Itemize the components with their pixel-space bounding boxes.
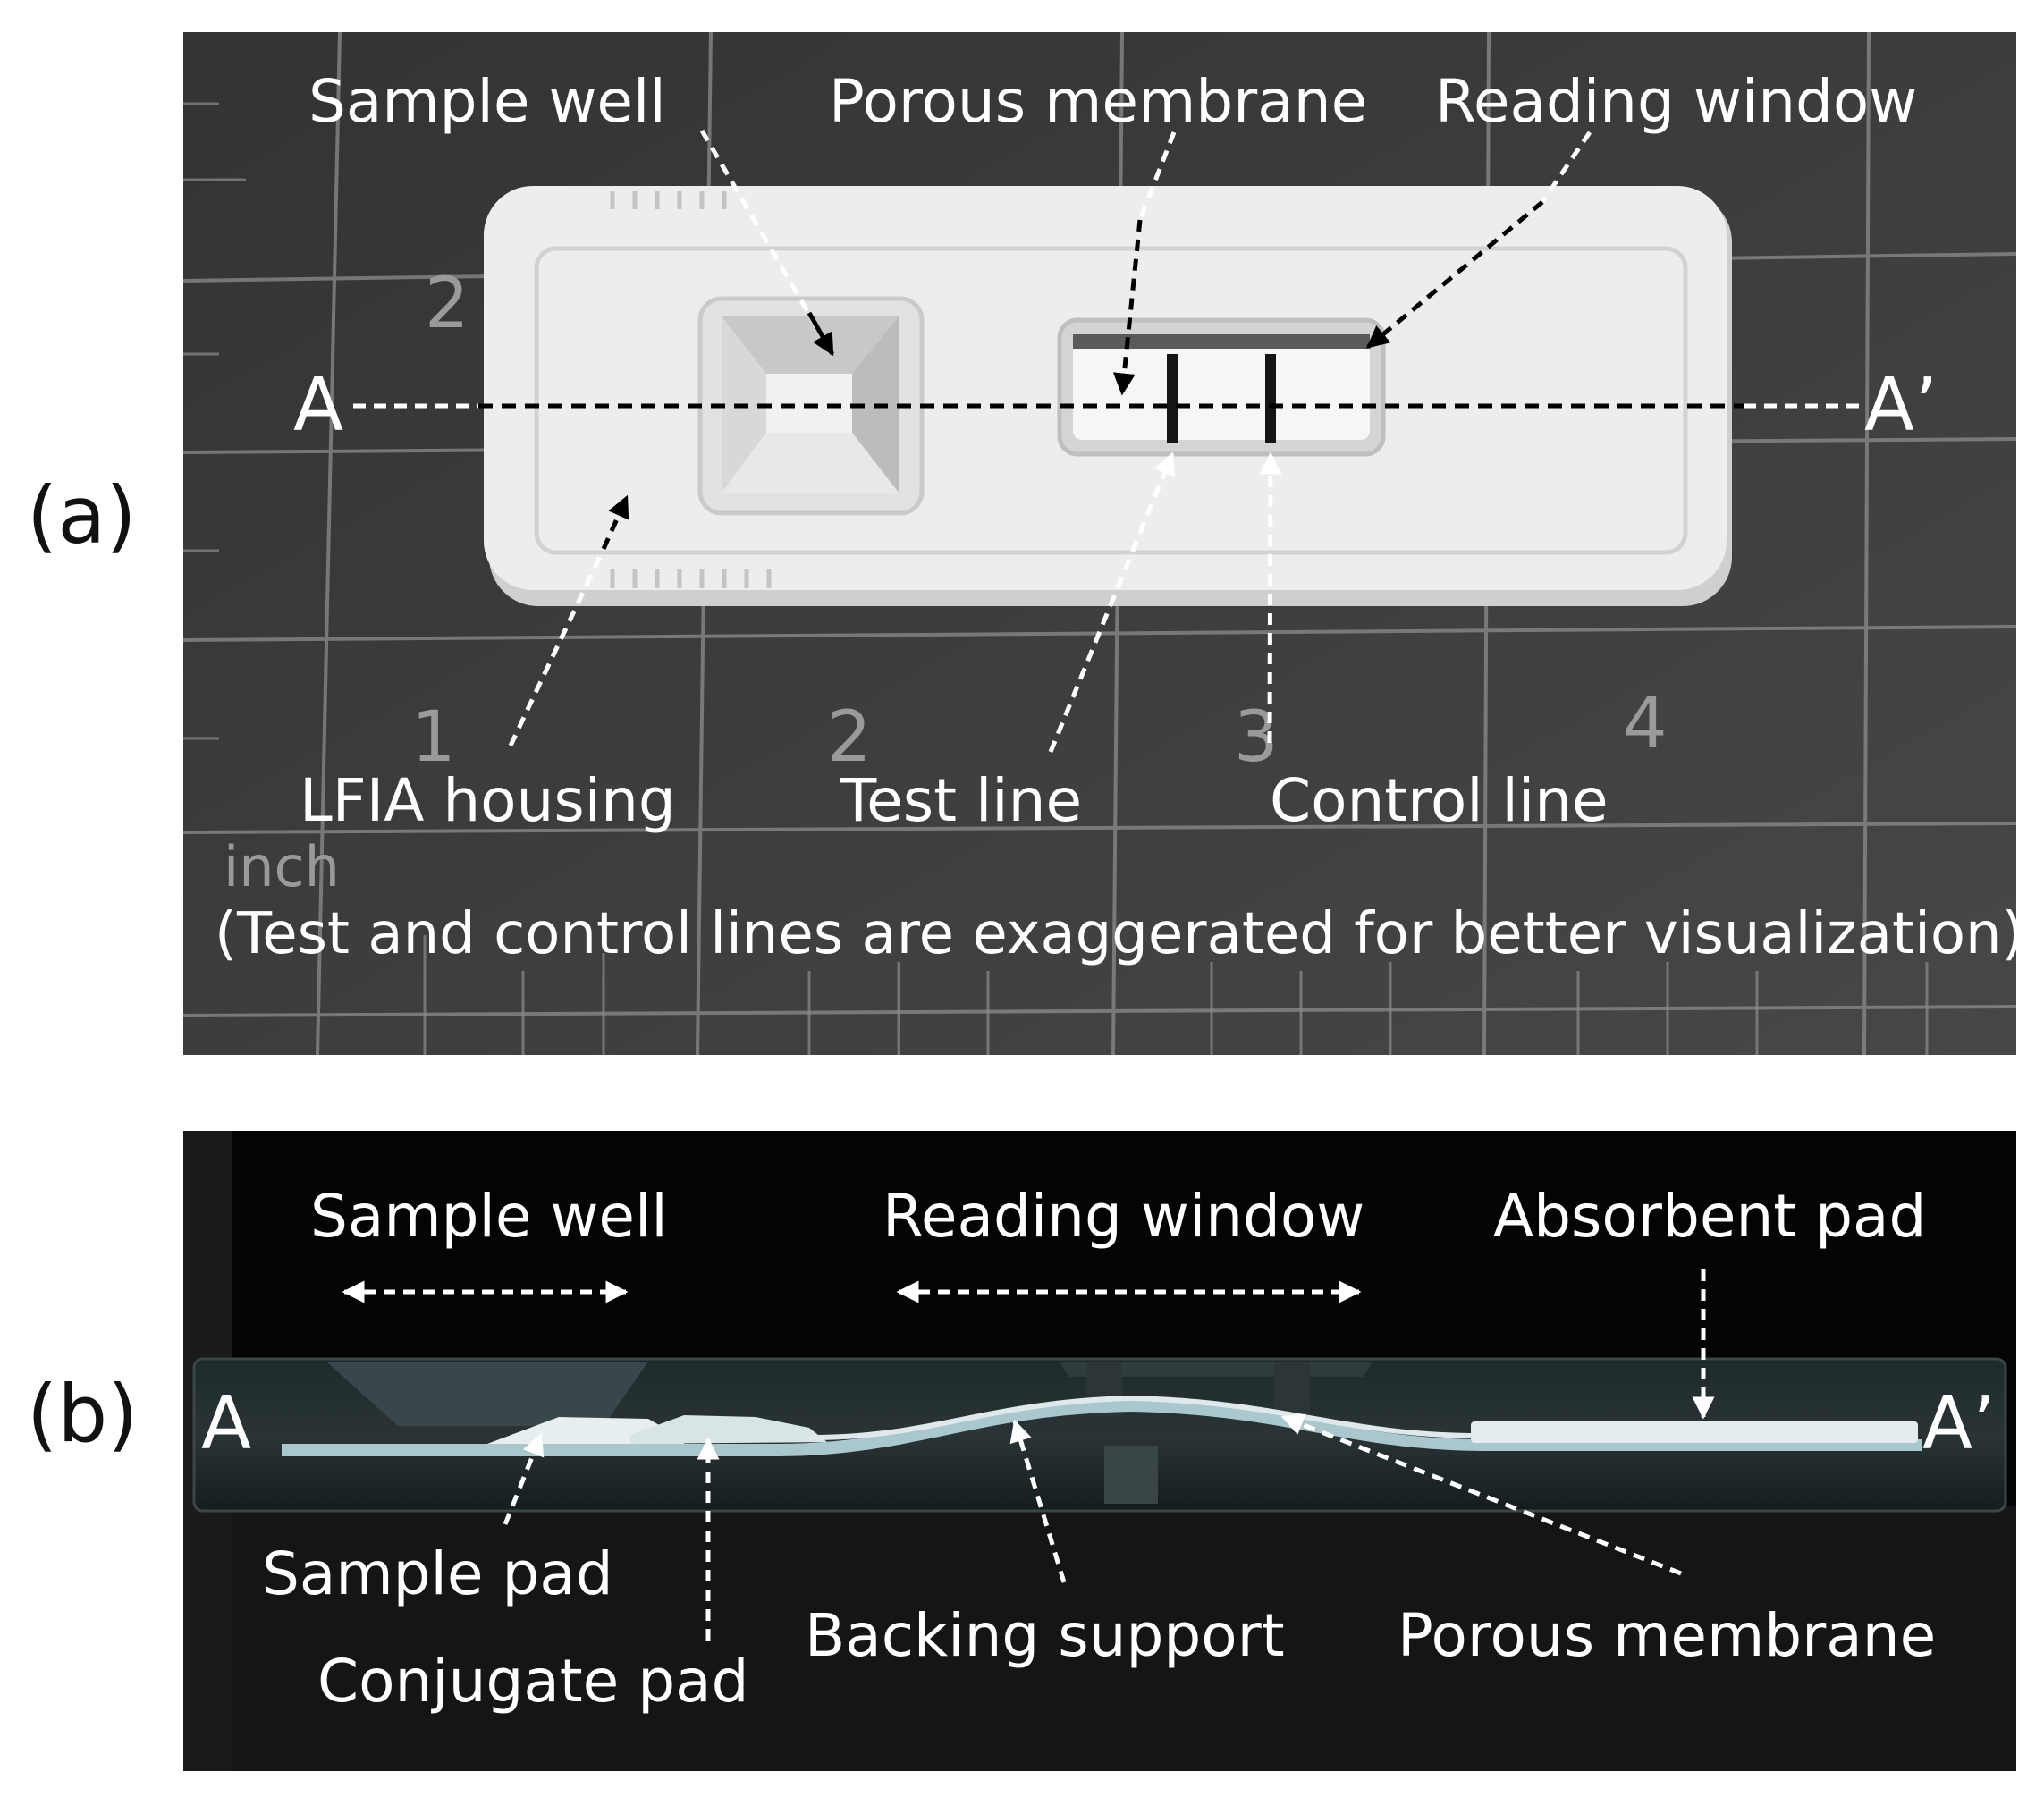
callout-reading-window: Reading window	[1435, 67, 1917, 136]
ruler-number-4: 4	[1623, 684, 1668, 764]
callout-reading-window-b: Reading window	[883, 1182, 1364, 1251]
callout-absorbent-pad: Absorbent pad	[1493, 1182, 1926, 1251]
panel-b-photo: A A’ Sample well Reading window Absorben…	[183, 1131, 2016, 1771]
section-start-label-b: A	[201, 1381, 251, 1466]
figure-note: (Test and control lines are exaggerated …	[215, 901, 2016, 967]
lfia-cassette	[484, 186, 1732, 606]
section-end-label: A’	[1864, 363, 1938, 448]
callout-sample-well: Sample well	[308, 67, 666, 136]
callout-conjugate-pad: Conjugate pad	[317, 1647, 749, 1716]
callout-test-line: Test line	[840, 766, 1082, 835]
section-start-label: A	[293, 363, 343, 448]
callout-arrows-a	[508, 129, 1592, 753]
span-arrows-b	[342, 1269, 1715, 1420]
callout-porous-membrane: Porous membrane	[829, 67, 1367, 136]
callout-sample-pad: Sample pad	[262, 1539, 613, 1608]
callout-arrows-b	[503, 1413, 1682, 1641]
ruler-unit: inch	[224, 834, 340, 899]
callout-porous-membrane-b: Porous membrane	[1398, 1601, 1936, 1670]
panel-a-illustration: 2 1 2 3 4 inch	[183, 32, 2016, 1055]
callout-backing-support: Backing support	[805, 1601, 1285, 1670]
callout-control-line: Control line	[1270, 766, 1609, 835]
section-end-label-b: A’	[1922, 1381, 1996, 1466]
ruler-number-side: 2	[425, 264, 469, 344]
ruler-number-2: 2	[827, 697, 872, 778]
callout-sample-well-b: Sample well	[310, 1182, 668, 1251]
panel-b-illustration: A A’ Sample well Reading window Absorben…	[183, 1131, 2016, 1771]
panel-a-photo: 2 1 2 3 4 inch	[183, 32, 2016, 1055]
ruler-number-1: 1	[411, 697, 456, 778]
cutting-mat-ticks	[183, 102, 1929, 1055]
callout-lfia-housing: LFIA housing	[300, 766, 676, 835]
sample-well-arrow-head	[807, 311, 835, 357]
cassette-cross-section	[192, 1357, 2007, 1513]
panel-b-label: (b)	[27, 1368, 139, 1460]
panel-a-label: (a)	[27, 469, 137, 561]
